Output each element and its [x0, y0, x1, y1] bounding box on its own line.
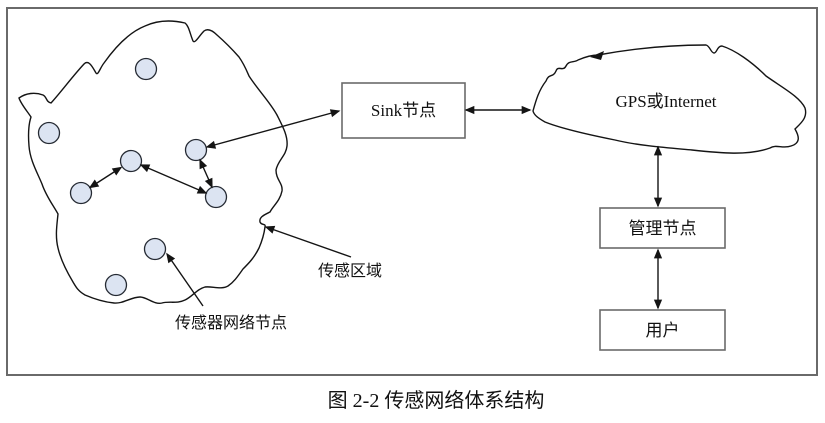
sink-node-box [341, 82, 466, 139]
cloud-stroke-arrowhead-mark [590, 51, 604, 60]
sensor-node-pointer-arrow [166, 252, 204, 307]
node-to-sink-arrow [205, 109, 341, 149]
internet-cloud-outline [532, 44, 807, 154]
sensing-region-outline [18, 20, 288, 305]
sensor-node [119, 149, 143, 173]
sensor-node [134, 57, 158, 81]
sensing-region-pointer-arrow [264, 225, 352, 258]
management-node-box [599, 207, 726, 249]
figure-caption: 图 2-2 传感网络体系结构 [328, 389, 545, 412]
node-to-node-arrow-1 [88, 166, 123, 189]
sensor-node [104, 273, 128, 297]
sensor-node [184, 138, 208, 162]
management-node-label: 管理节点 [629, 219, 697, 238]
user-box [599, 309, 726, 351]
sensor-node [37, 121, 61, 145]
diagram-border [6, 7, 818, 376]
node-to-node-arrow-2 [139, 164, 208, 194]
sensor-node [204, 185, 228, 209]
user-label: 用户 [646, 321, 680, 340]
sink-node-label: Sink节点 [371, 101, 436, 120]
internet-cloud-label: GPS或Internet [615, 92, 716, 111]
sensor-node [69, 181, 93, 205]
sensor-node [143, 237, 167, 261]
node-to-node-arrow-3 [199, 158, 213, 189]
sensing-region-label: 传感区域 [318, 262, 382, 280]
sensor-node-label-text: 传感器网络节点 [175, 313, 287, 332]
